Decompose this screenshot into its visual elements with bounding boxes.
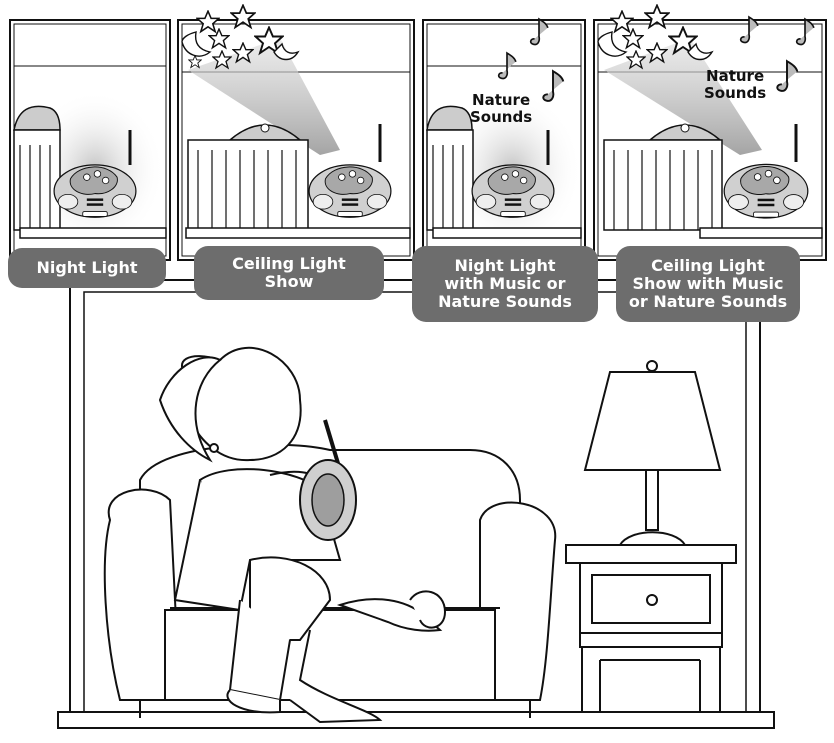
side-table	[565, 544, 737, 712]
soother-device-icon	[723, 163, 809, 219]
crib-icon	[187, 123, 309, 231]
label-ceiling-light-music: Ceiling Light Show with Music or Nature …	[616, 246, 800, 322]
crib-icon	[603, 123, 723, 231]
panel-night-light-music	[422, 18, 586, 261]
panel-night-light	[9, 19, 171, 261]
moon-icon	[181, 31, 212, 57]
soother-device-icon	[308, 164, 392, 219]
crib-icon	[426, 105, 474, 231]
soother-device-icon	[53, 164, 137, 219]
moon-icon	[597, 31, 628, 57]
soother-device-icon	[299, 419, 357, 541]
panel-ceiling-light-music	[593, 4, 827, 261]
soother-device-icon	[471, 164, 555, 219]
book-icon	[336, 590, 447, 632]
light-beam	[604, 38, 762, 155]
nature-sounds-text-panel3: Nature Sounds	[470, 91, 533, 126]
crib-icon	[13, 105, 61, 231]
label-night-light: Night Light	[8, 248, 166, 288]
label-ceiling-light-show: Ceiling Light Show	[194, 246, 384, 300]
lamp-icon	[583, 360, 722, 546]
panel-ceiling-light	[177, 4, 415, 261]
nature-sounds-text-panel4: Nature Sounds	[704, 67, 767, 102]
label-night-light-music: Night Light with Music or Nature Sounds	[412, 246, 598, 322]
